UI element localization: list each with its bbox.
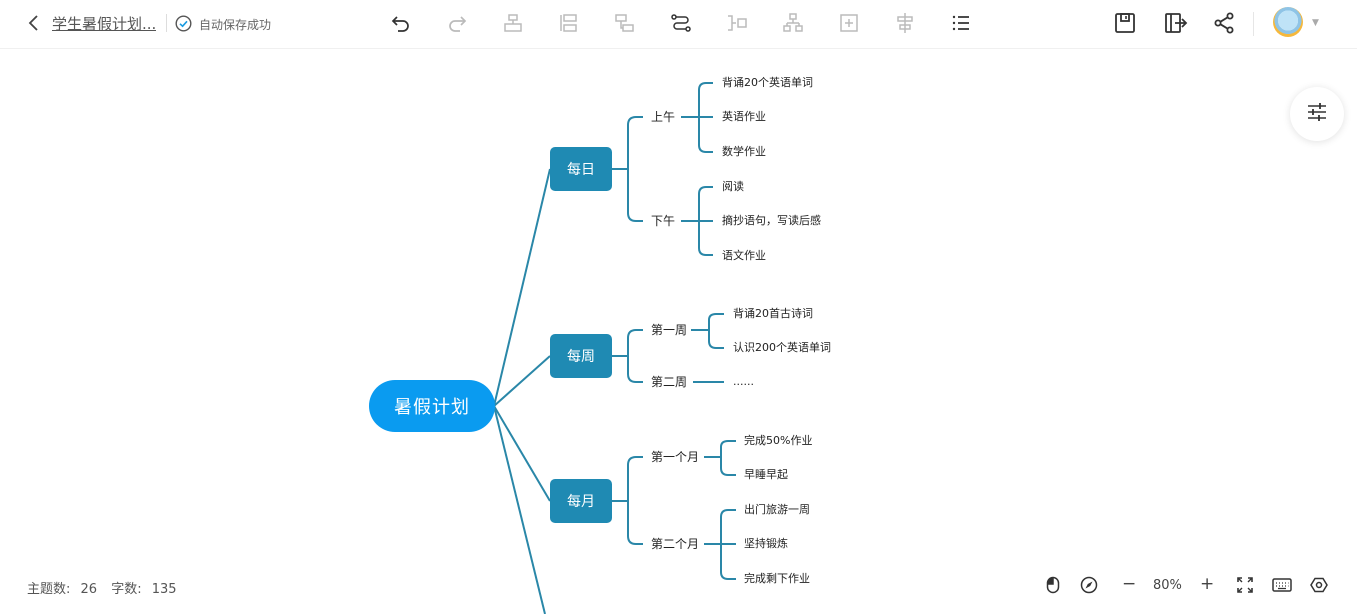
user-avatar[interactable] — [1273, 7, 1303, 37]
zoom-out-button[interactable]: − — [1122, 574, 1137, 594]
title-divider — [166, 14, 167, 32]
locate-icon[interactable] — [1080, 576, 1098, 594]
leaf-topic[interactable]: 坚持锻炼 — [744, 537, 788, 550]
leaf-topic[interactable]: 出门旅游一周 — [744, 503, 810, 516]
toolbar-divider — [1253, 12, 1254, 36]
zoom-in-button[interactable]: + — [1200, 574, 1215, 594]
branch-topic-daily[interactable]: 每日 — [550, 147, 612, 191]
document-stats: 主题数: 26 字数: 135 — [27, 578, 177, 597]
save-icon[interactable] — [1113, 11, 1137, 35]
check-circle-icon — [175, 15, 192, 32]
word-count-label: 字数: — [111, 582, 142, 597]
outline-icon[interactable] — [893, 11, 917, 35]
leaf-topic[interactable]: 早睡早起 — [744, 468, 788, 481]
leaf-topic[interactable]: 背诵20首古诗词 — [733, 307, 813, 320]
leaf-topic[interactable]: ...... — [733, 375, 754, 388]
keyboard-icon[interactable] — [1272, 576, 1292, 594]
leaf-topic[interactable]: 阅读 — [722, 180, 744, 193]
subtopic[interactable]: 下午 — [651, 214, 676, 228]
leaf-topic[interactable]: 摘抄语句，写读后感 — [722, 214, 821, 227]
leaf-topic[interactable]: 完成50%作业 — [744, 434, 813, 447]
subtopic[interactable]: 第一周 — [651, 323, 688, 337]
redo-icon[interactable] — [445, 11, 469, 35]
word-count: 135 — [151, 582, 177, 597]
mindmap-canvas[interactable]: 暑假计划 每日 每周 每月 上午 下午 背诵20个英语单词 英语作业 数学作业 … — [0, 49, 1357, 614]
leaf-topic[interactable]: 认识200个英语单词 — [733, 341, 831, 354]
insert-icon[interactable] — [837, 11, 861, 35]
top-toolbar: 学生暑假计划... 自动保存成功 — [0, 0, 1357, 49]
chevron-down-icon[interactable]: ▼ — [1312, 18, 1319, 28]
leaf-topic[interactable]: 背诵20个英语单词 — [722, 76, 813, 89]
insert-parent-icon[interactable] — [613, 11, 637, 35]
share-icon[interactable] — [1212, 11, 1236, 35]
leaf-topic[interactable]: 完成剩下作业 — [744, 572, 810, 585]
document-title[interactable]: 学生暑假计划... — [52, 15, 157, 33]
branch-topic-monthly[interactable]: 每月 — [550, 479, 612, 523]
insert-sibling-icon[interactable] — [557, 11, 581, 35]
insert-child-icon[interactable] — [501, 11, 525, 35]
save-status-text: 自动保存成功 — [199, 18, 272, 32]
view-settings-icon[interactable] — [1310, 576, 1328, 594]
sliders-icon — [1305, 100, 1329, 128]
structure-icon[interactable] — [781, 11, 805, 35]
connector-lines — [493, 82, 736, 614]
leaf-topic[interactable]: 数学作业 — [722, 145, 766, 158]
root-topic[interactable]: 暑假计划 — [369, 380, 495, 432]
style-settings-button[interactable] — [1290, 87, 1344, 141]
topic-count: 26 — [80, 582, 98, 597]
undo-icon[interactable] — [389, 11, 413, 35]
back-arrow-icon[interactable] — [26, 13, 42, 33]
branch-topic-weekly[interactable]: 每周 — [550, 334, 612, 378]
topic-count-label: 主题数: — [27, 582, 71, 597]
subtopic[interactable]: 第一个月 — [651, 450, 700, 464]
subtopic[interactable]: 第二周 — [651, 375, 688, 389]
summary-icon[interactable] — [725, 11, 749, 35]
subtopic[interactable]: 第二个月 — [651, 537, 700, 551]
relation-line-icon[interactable] — [669, 11, 693, 35]
mouse-mode-icon[interactable] — [1044, 576, 1062, 594]
export-icon[interactable] — [1164, 11, 1188, 35]
fullscreen-icon[interactable] — [1236, 576, 1254, 594]
zoom-level: 80% — [1153, 578, 1182, 593]
leaf-topic[interactable]: 英语作业 — [722, 110, 766, 123]
list-icon[interactable] — [949, 11, 973, 35]
subtopic[interactable]: 上午 — [651, 110, 676, 124]
leaf-topic[interactable]: 语文作业 — [722, 249, 766, 262]
